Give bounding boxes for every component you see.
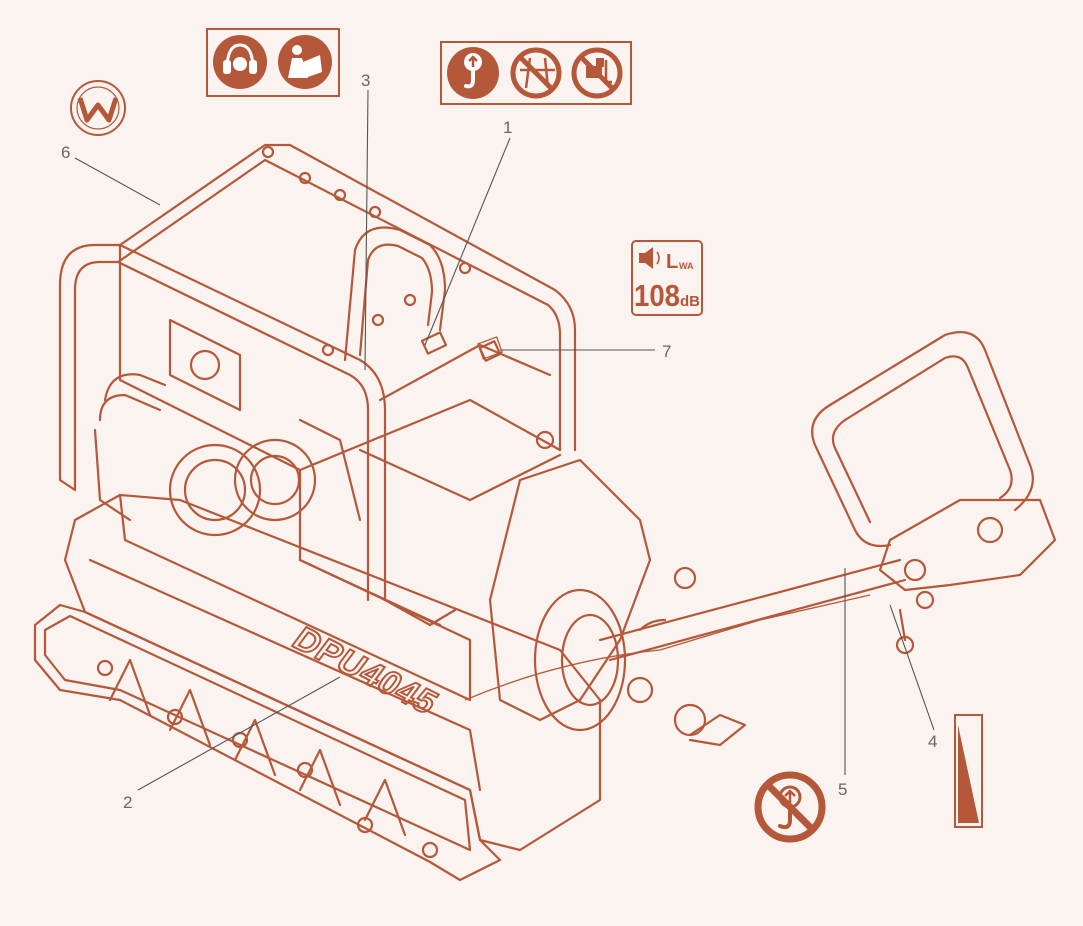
w-logo-icon — [70, 80, 126, 136]
callout-7: 7 — [662, 342, 671, 361]
base-plate: DPU4045 — [33, 493, 602, 882]
roll-frame — [58, 143, 577, 627]
callout-2: 2 — [123, 793, 132, 812]
sound-level-subscript: WA — [679, 261, 694, 271]
no-lifting-hook-icon — [754, 771, 826, 843]
wedge-scale-icon — [954, 714, 983, 828]
sound-level-value: 108 — [634, 278, 680, 313]
exciter-housing — [488, 430, 747, 747]
ear-protection-icon — [223, 43, 257, 74]
callout-4: 4 — [928, 732, 937, 751]
engine-housing — [93, 243, 562, 702]
no-forklift-icon — [571, 47, 623, 99]
no-standing-under-icon — [510, 47, 562, 99]
callout-5: 5 — [838, 780, 847, 799]
callout-labels: 1 2 3 4 5 6 7 — [61, 71, 937, 812]
model-name-label: DPU4045 — [285, 621, 446, 722]
decal-sound-power: L WA 108 dB — [631, 240, 703, 316]
speaker-icon — [639, 247, 660, 269]
callout-1: 1 — [503, 118, 512, 137]
decal-lifting — [440, 41, 632, 105]
leader-lines — [74, 89, 935, 791]
guide-handle — [464, 331, 1057, 701]
sound-level-unit: dB — [680, 293, 700, 310]
decal-ppe — [206, 28, 340, 97]
read-manual-icon — [288, 45, 322, 78]
callout-6: 6 — [61, 143, 70, 162]
sound-level-label: L — [666, 251, 678, 273]
lifting-point-icon — [447, 47, 499, 99]
callout-3: 3 — [361, 71, 370, 90]
